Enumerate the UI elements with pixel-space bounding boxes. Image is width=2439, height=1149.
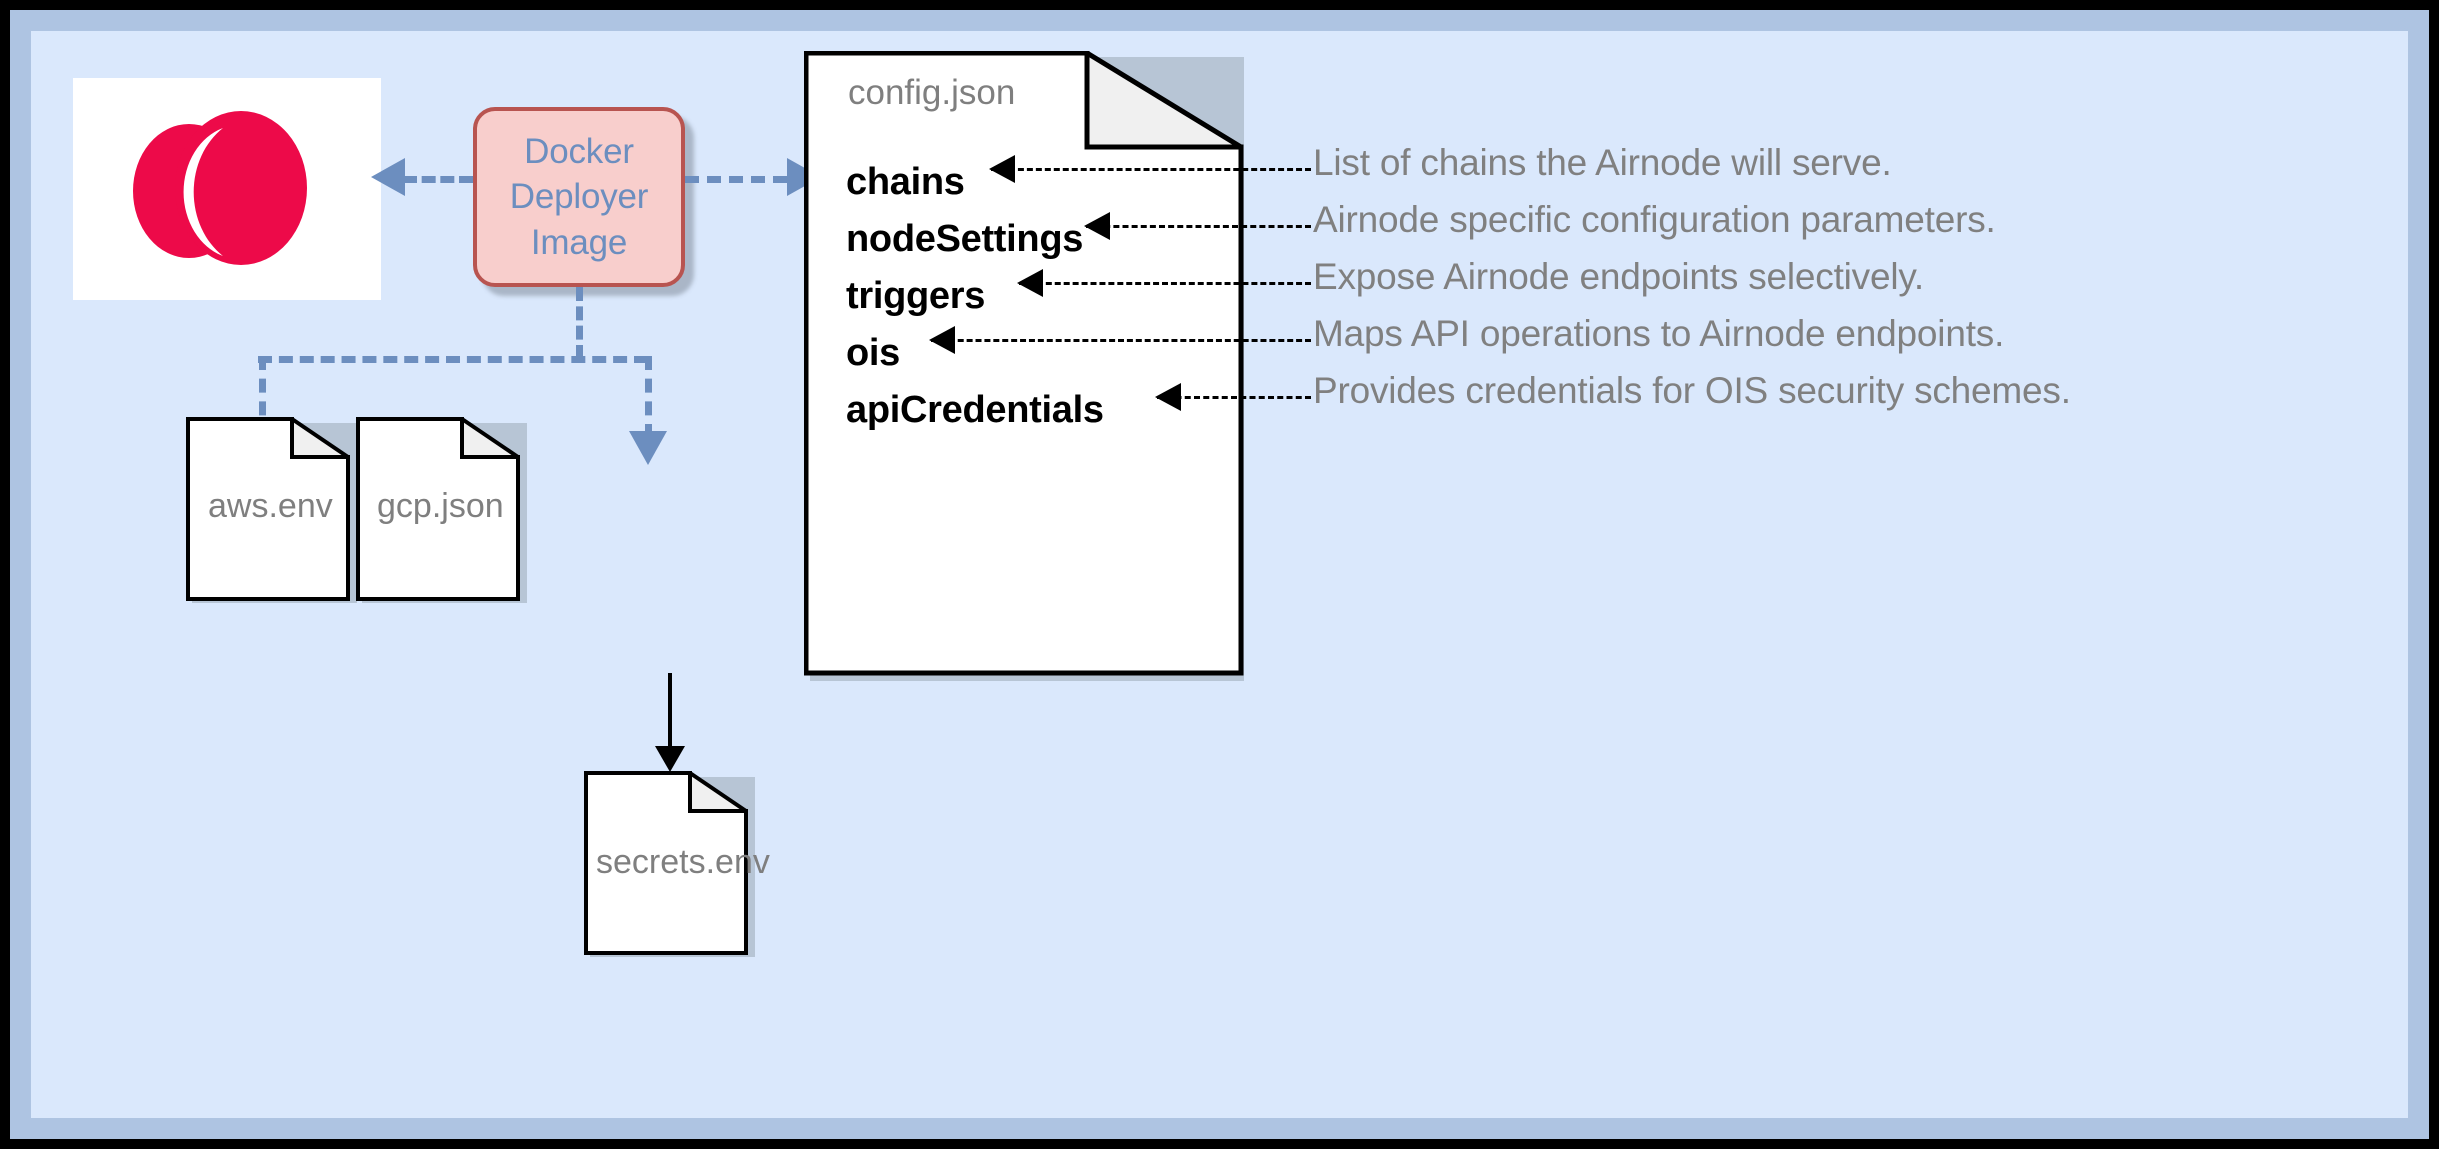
config-key-ois: ois bbox=[846, 332, 901, 374]
gcp-json-label: gcp.json bbox=[377, 487, 504, 525]
config-key-chains: chains bbox=[846, 161, 965, 203]
connector-branch-right-stem bbox=[645, 356, 652, 438]
aws-env-document[interactable]: aws.env bbox=[186, 417, 357, 603]
gcp-json-document[interactable]: gcp.json bbox=[356, 417, 527, 603]
config-json-document[interactable]: config.json chains nodeSettings triggers… bbox=[804, 51, 1244, 681]
airnode-logo-icon bbox=[133, 111, 307, 265]
diagram-stage: Docker Deployer Image bbox=[31, 31, 2408, 1118]
docker-deployer-image-node[interactable]: Docker Deployer Image bbox=[473, 107, 685, 287]
connector-docker-down-stem bbox=[576, 287, 583, 359]
secrets-env-document[interactable]: secrets.env bbox=[584, 771, 770, 957]
connector-config-to-secrets-line bbox=[668, 673, 672, 753]
annotation-nodeSettings-text: Airnode specific configuration parameter… bbox=[1313, 199, 1996, 240]
annotation-chains-text: List of chains the Airnode will serve. bbox=[1313, 142, 1892, 183]
airnode-logo-box bbox=[73, 78, 381, 300]
annotation-ois-line bbox=[931, 339, 1311, 342]
config-key-triggers: triggers bbox=[846, 275, 986, 317]
annotation-triggers-line bbox=[1019, 282, 1311, 285]
secrets-env-shape bbox=[584, 771, 755, 957]
annotation-triggers-text: Expose Airnode endpoints selectively. bbox=[1313, 256, 1925, 297]
connector-gcp-arrowhead bbox=[629, 431, 667, 465]
config-json-title: config.json bbox=[848, 73, 1016, 112]
docker-line-3: Image bbox=[530, 222, 628, 262]
config-key-nodeSettings: nodeSettings bbox=[846, 218, 1084, 260]
config-json-shape bbox=[804, 51, 1244, 681]
annotation-apiCredentials-line bbox=[1157, 396, 1311, 399]
aws-env-shape bbox=[186, 417, 357, 603]
docker-line-2: Deployer bbox=[509, 177, 649, 217]
connector-docker-to-logo-line bbox=[403, 176, 473, 183]
annotation-apiCredentials-text: Provides credentials for OIS security sc… bbox=[1313, 370, 2071, 411]
connector-config-to-secrets-arrowhead bbox=[655, 746, 685, 772]
annotation-chains-line bbox=[991, 168, 1311, 171]
aws-env-label: aws.env bbox=[208, 487, 333, 525]
connector-branch-left-stem bbox=[259, 356, 266, 438]
config-key-apiCredentials: apiCredentials bbox=[846, 389, 1104, 431]
secrets-env-label: secrets.env bbox=[596, 843, 770, 881]
annotation-ois-text: Maps API operations to Airnode endpoints… bbox=[1313, 313, 2005, 354]
diagram-frame-inner: Docker Deployer Image bbox=[10, 10, 2429, 1139]
connector-docker-to-config-line bbox=[685, 176, 787, 183]
connector-branch-horizontal bbox=[258, 356, 648, 363]
docker-line-1: Docker bbox=[524, 131, 634, 171]
connector-docker-to-logo-arrowhead bbox=[371, 158, 405, 196]
annotation-nodeSettings-line bbox=[1086, 225, 1311, 228]
gcp-json-shape bbox=[356, 417, 527, 603]
